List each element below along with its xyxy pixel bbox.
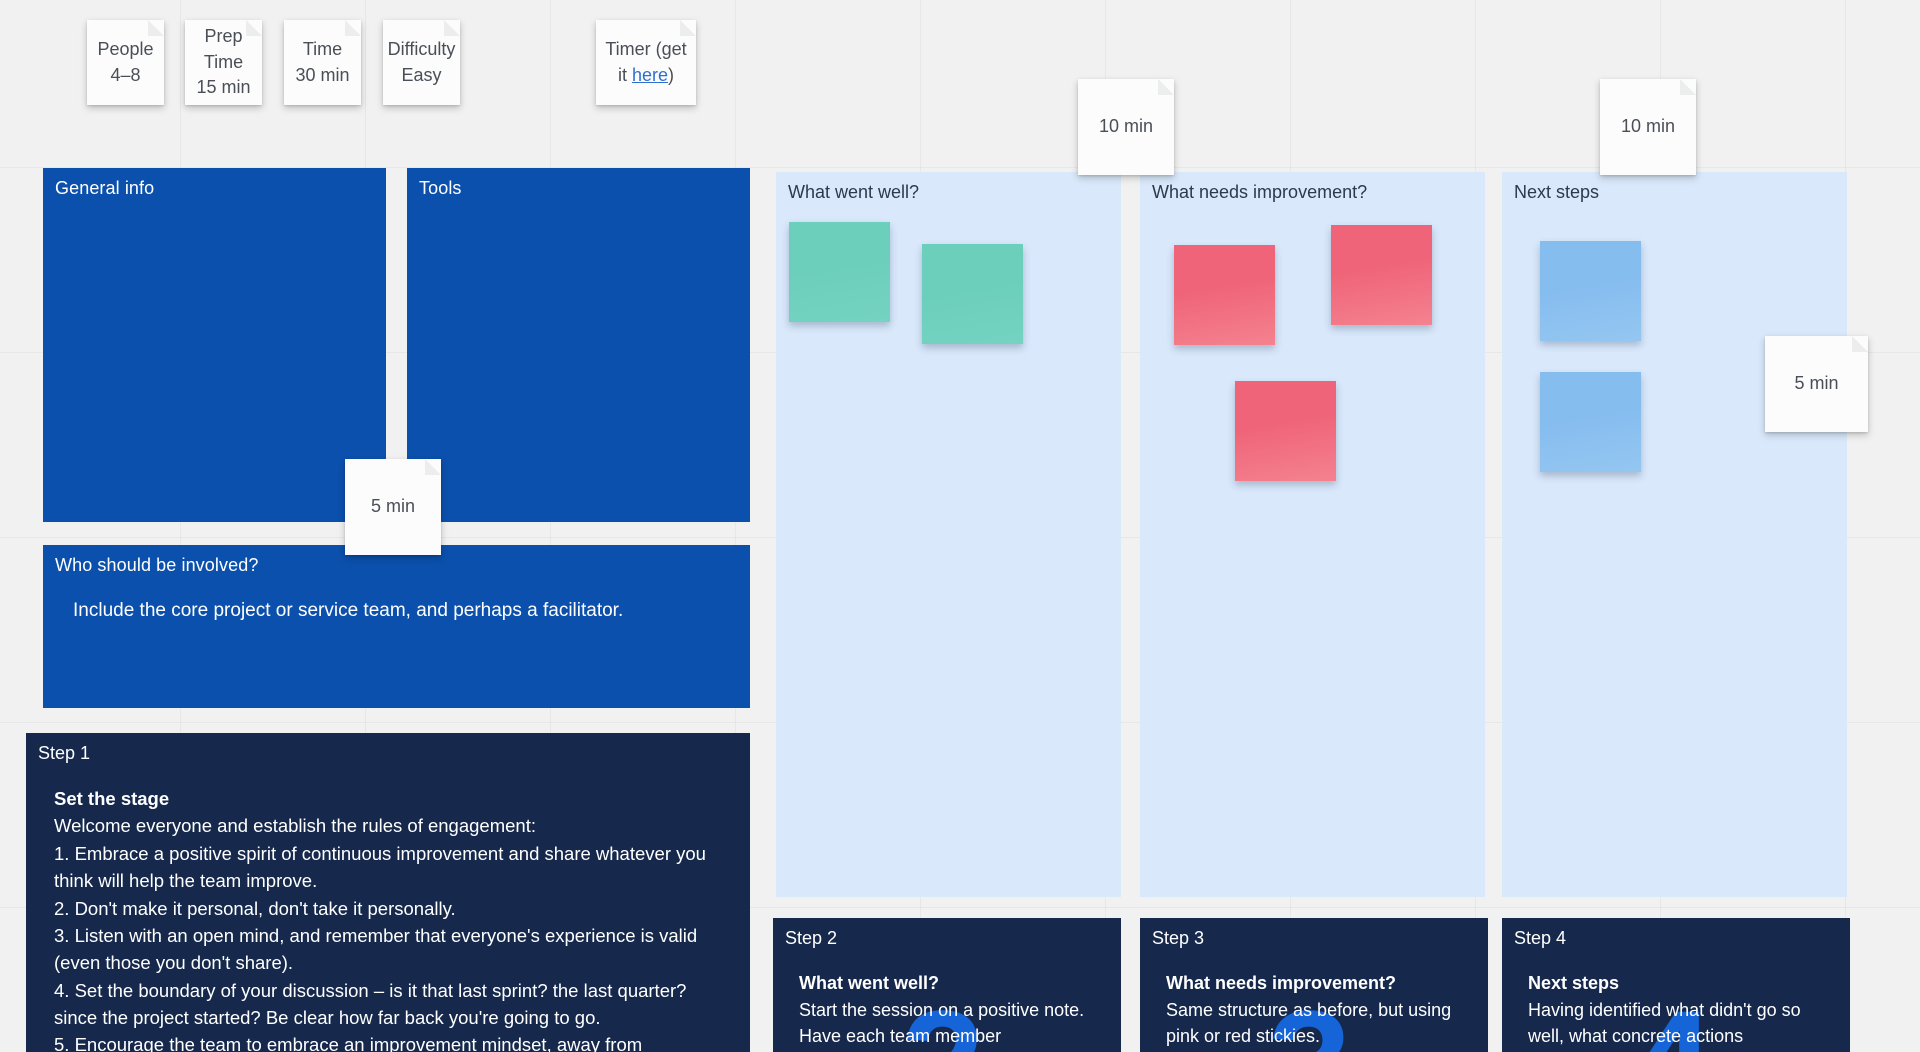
sticky-note-improve-2[interactable] [1331,225,1432,325]
step-1-body: Set the stage Welcome everyone and estab… [54,785,732,1052]
step-card-2[interactable]: 2 Step 2 What went well? Start the sessi… [773,918,1121,1052]
sticky-note-next-2[interactable] [1540,372,1641,472]
column-what-went-well[interactable]: What went well? [776,172,1121,897]
step-card-4[interactable]: 4 Step 4 Next steps Having identified wh… [1502,918,1850,1052]
step-2-text: Start the session on a positive note. Ha… [799,999,1085,1047]
step-4-heading: Next steps [1528,973,1620,993]
meta-note-difficulty-value: Easy [401,64,442,85]
meta-note-people-label: People [97,38,154,59]
step-1-intro: Welcome everyone and establish the rules… [54,815,536,837]
step-3-heading: What needs improvement? [1166,973,1397,993]
column-next-steps[interactable]: Next steps [1502,172,1847,897]
step-3-label: Step 3 [1152,928,1205,948]
step-1-rule-3: 3. Listen with an open mind, and remembe… [54,924,698,974]
timer-note-prefix: Timer (get [605,38,687,59]
meta-note-people[interactable]: People 4–8 [87,20,164,105]
timing-note-right-5min-label: 5 min [1794,373,1839,394]
sticky-note-went-well-2[interactable] [922,244,1023,344]
meta-note-prep-time-value: 15 min [196,77,251,98]
timing-note-col3-10min[interactable]: 10 min [1600,79,1696,175]
timing-note-col3-10min-label: 10 min [1620,116,1676,137]
step-3-text: Same structure as before, but using pink… [1166,999,1452,1047]
step-1-rule-5: 5. Encourage the team to embrace an impr… [54,1034,643,1052]
step-4-body: Next steps Having identified what didn't… [1528,970,1836,1050]
column-next-steps-title: Next steps [1514,182,1600,202]
sticky-note-improve-1[interactable] [1174,245,1275,345]
meta-note-time[interactable]: Time 30 min [284,20,361,105]
step-1-rule-1: 1. Embrace a positive spirit of continuo… [54,842,706,892]
sticky-note-improve-3[interactable] [1235,381,1336,481]
meta-note-prep-time[interactable]: Prep Time 15 min [185,20,262,105]
panel-tools-title: Tools [419,178,462,198]
timer-note-middle: it [617,64,632,85]
step-1-label: Step 1 [38,743,91,763]
step-3-body: What needs improvement? Same structure a… [1166,970,1474,1050]
meta-note-timer[interactable]: Timer (get it here) [596,20,696,105]
meta-note-people-value: 4–8 [110,64,141,85]
step-1-rule-2: 2. Don't make it personal, don't take it… [54,897,456,919]
step-card-1[interactable]: 1 Step 1 Set the stage Welcome everyone … [26,733,750,1052]
column-what-needs-improvement[interactable]: What needs improvement? [1140,172,1485,897]
meta-note-difficulty[interactable]: Difficulty Easy [383,20,460,105]
panel-who-should-be-involved[interactable]: Who should be involved? Include the core… [43,545,750,708]
panel-general-info[interactable]: General info [43,168,386,522]
timer-note-link[interactable]: here [631,64,669,85]
panel-who-involved-body: Include the core project or service team… [73,600,624,621]
panel-who-involved-title: Who should be involved? [55,555,259,575]
step-2-heading: What went well? [799,973,940,993]
meta-note-prep-time-label: Prep Time [203,26,244,72]
sticky-note-next-1[interactable] [1540,241,1641,341]
step-4-text: Having identified what didn't go so well… [1528,999,1801,1047]
timing-note-col1-10min-label: 10 min [1098,116,1154,137]
timer-note-suffix: ) [668,64,675,85]
timing-note-right-5min[interactable]: 5 min [1765,336,1868,432]
step-1-rule-4: 4. Set the boundary of your discussion –… [54,979,687,1028]
meta-note-time-value: 30 min [295,64,350,85]
meta-note-time-label: Time [302,38,343,59]
panel-tools[interactable]: Tools [407,168,750,522]
timing-note-left-5min-label: 5 min [370,496,415,517]
timing-note-col1-10min[interactable]: 10 min [1078,79,1174,175]
step-2-label: Step 2 [785,928,838,948]
step-1-heading: Set the stage [54,788,170,809]
sticky-note-went-well-1[interactable] [789,222,890,322]
step-2-body: What went well? Start the session on a p… [799,970,1107,1050]
panel-general-info-title: General info [55,178,155,198]
step-4-label: Step 4 [1514,928,1567,948]
column-what-went-well-title: What went well? [788,182,920,202]
meta-note-difficulty-label: Difficulty [387,38,456,59]
step-card-3[interactable]: 3 Step 3 What needs improvement? Same st… [1140,918,1488,1052]
column-what-needs-improvement-title: What needs improvement? [1152,182,1368,202]
timing-note-left-5min[interactable]: 5 min [345,459,441,555]
